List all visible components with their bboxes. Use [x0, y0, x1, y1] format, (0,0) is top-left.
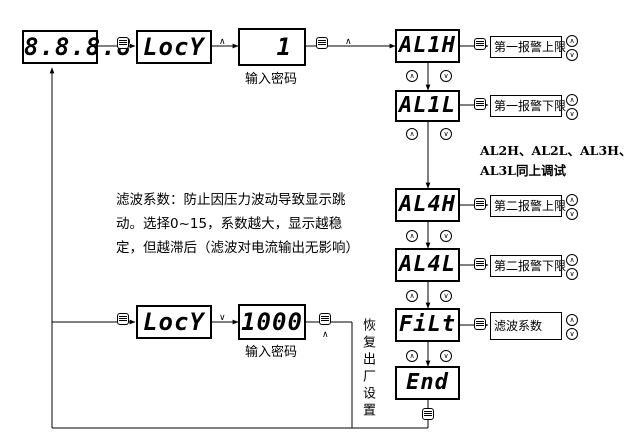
- filter-coefficient-note: 滤波系数：防止因压力波动导致显示跳动。选择0~15，系数越大，显示越稳定，但越滞…: [116, 192, 359, 256]
- down-arrow-key-icon[interactable]: ∨: [440, 128, 452, 140]
- password-display-top: 1: [238, 28, 306, 66]
- down-arrow-key-icon[interactable]: ∨: [440, 350, 452, 362]
- lock-display-bottom: LocY: [136, 305, 212, 339]
- down-arrow-key-icon[interactable]: ∨: [566, 208, 578, 220]
- shift-symbol: ∧: [219, 37, 226, 47]
- shift-symbol: ∧: [322, 330, 329, 340]
- set-key-icon[interactable]: [474, 258, 486, 270]
- down-arrow-key-icon[interactable]: ∨: [440, 290, 452, 302]
- password-display-bottom: 1000: [238, 304, 306, 340]
- al1l-display: AL1L: [395, 90, 460, 122]
- shift-symbol: ∧: [345, 37, 352, 47]
- al4h-display: AL4H: [395, 188, 460, 222]
- filt-description: 滤波系数: [490, 312, 562, 340]
- up-arrow-key-icon[interactable]: ∧: [566, 94, 578, 106]
- set-key-icon[interactable]: [422, 408, 434, 420]
- al4h-description: 第二报警上限: [490, 195, 566, 217]
- up-arrow-key-icon[interactable]: ∧: [406, 230, 418, 242]
- set-key-icon[interactable]: [117, 313, 129, 325]
- up-arrow-key-icon[interactable]: ∧: [406, 350, 418, 362]
- down-arrow-key-icon[interactable]: ∨: [566, 49, 578, 61]
- up-arrow-key-icon[interactable]: ∧: [406, 290, 418, 302]
- al4l-display: AL4L: [395, 248, 460, 282]
- restore-factory-settings-label: 恢复出厂设置: [360, 318, 375, 420]
- down-arrow-key-icon[interactable]: ∨: [566, 108, 578, 120]
- down-arrow-key-icon[interactable]: ∨: [440, 230, 452, 242]
- same-as-note-line-2: AL3L同上调试: [480, 163, 566, 178]
- down-arrow-key-icon[interactable]: ∨: [566, 328, 578, 340]
- set-key-icon[interactable]: [474, 198, 486, 210]
- down-arrow-key-icon[interactable]: ∨: [566, 268, 578, 280]
- set-key-icon[interactable]: [474, 38, 486, 50]
- up-arrow-key-icon[interactable]: ∧: [566, 194, 578, 206]
- up-arrow-key-icon[interactable]: ∧: [566, 254, 578, 266]
- set-key-icon[interactable]: [474, 98, 486, 110]
- set-key-icon[interactable]: [474, 318, 486, 330]
- al1l-description: 第一报警下限: [490, 95, 566, 117]
- end-display: End: [395, 366, 460, 400]
- down-arrow-key-icon[interactable]: ∨: [440, 70, 452, 82]
- al4l-description: 第二报警下限: [490, 255, 566, 277]
- lock-display-top: LocY: [136, 30, 212, 64]
- set-key-icon[interactable]: [316, 37, 328, 49]
- up-arrow-key-icon[interactable]: ∧: [566, 314, 578, 326]
- up-arrow-key-icon[interactable]: ∧: [566, 35, 578, 47]
- set-key-icon[interactable]: [319, 313, 331, 325]
- up-arrow-key-icon[interactable]: ∧: [406, 70, 418, 82]
- same-as-note-line-1: AL2H、AL2L、AL3H、: [480, 143, 631, 158]
- set-key-icon[interactable]: [117, 37, 129, 49]
- al1h-display: AL1H: [395, 29, 460, 63]
- main-display: 8.8.8.8: [22, 30, 131, 64]
- password-label-bottom: 输入密码: [245, 345, 298, 360]
- password-label-top: 输入密码: [245, 72, 298, 87]
- down-symbol: ∨: [219, 313, 226, 323]
- al1h-description: 第一报警上限: [490, 36, 566, 58]
- filt-display: FiLt: [395, 308, 460, 342]
- up-arrow-key-icon[interactable]: ∧: [406, 128, 418, 140]
